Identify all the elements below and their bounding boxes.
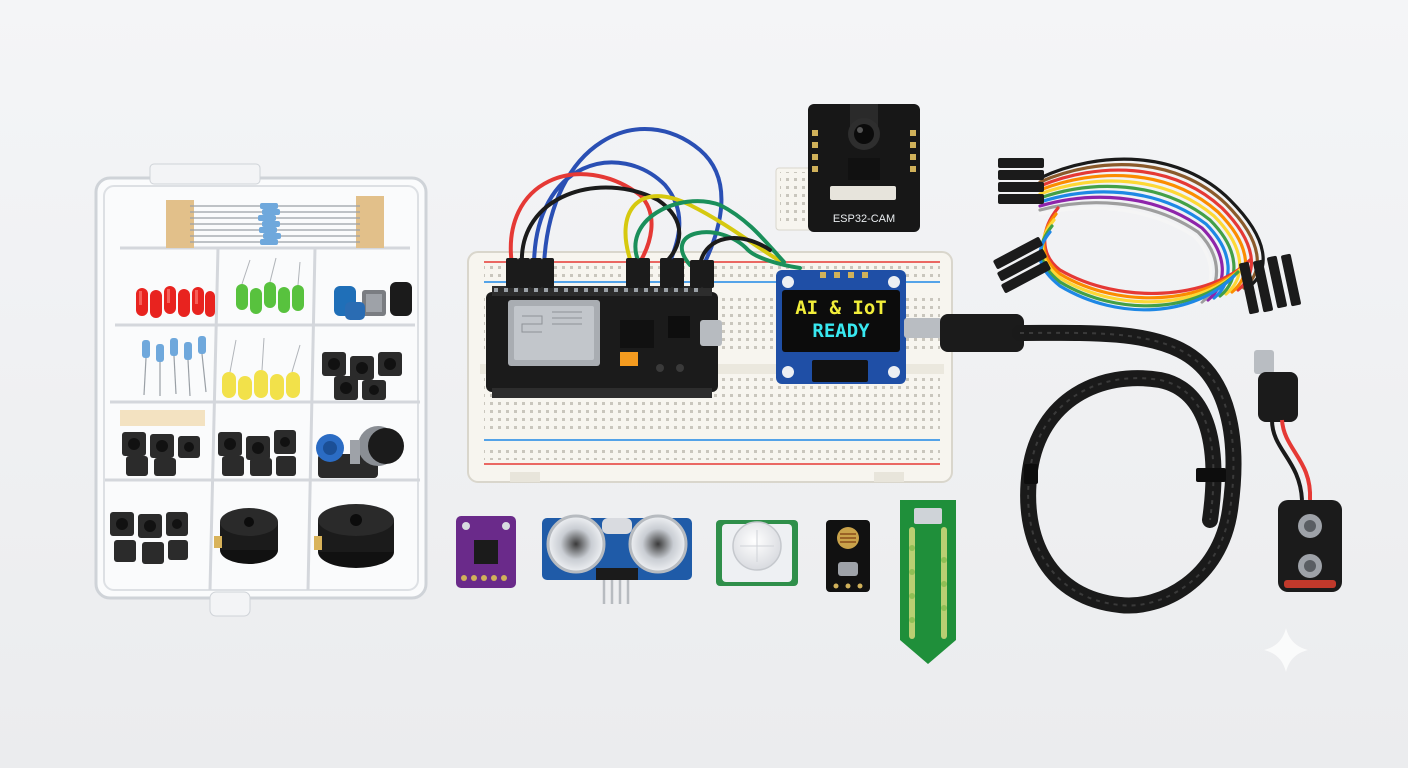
tactile-switch-compartment [322,352,402,400]
buzzer-small [214,508,278,564]
ultrasonic-sensor-module [542,514,692,604]
oled-display-module: AI & IoT READY [776,270,906,384]
usb-c-braided-cable [904,314,1242,614]
potentiometer-compartment [316,426,404,478]
pir-sensor-module [716,520,798,586]
battery-clip-usb-c [1254,350,1342,592]
resistor-compartment [142,336,207,397]
esp32-cam-module: ESP32-CAM [775,104,920,232]
resistor-strip [166,196,384,248]
sparkle-icon [1264,628,1308,672]
soil-moisture-sensor [900,500,956,664]
oled-line-2: READY [812,320,870,342]
yellow-led-compartment [222,337,301,400]
gyro-sensor-module [456,516,516,588]
tactile-switch-compartment-2 [120,410,205,476]
jumper-pins [506,258,714,288]
buzzer-large [314,504,394,568]
esp32-dev-board [486,286,722,398]
red-led-compartment [136,286,215,318]
breadboard-jumper-wires [508,127,802,270]
oled-line-1: AI & IoT [795,297,887,319]
component-organizer-box [94,163,428,617]
capacitor-compartment [334,282,412,320]
light-sensor-module [826,520,870,592]
tactile-switch-compartment-3 [218,430,296,476]
esp32-cam-label: ESP32-CAM [833,213,895,225]
rainbow-jumper-pins [993,158,1301,315]
rainbow-jumper-wires [1038,157,1265,312]
tactile-switch-compartment-4 [110,512,188,564]
green-led-compartment [236,257,304,314]
esp32-wroom-module [508,300,600,366]
